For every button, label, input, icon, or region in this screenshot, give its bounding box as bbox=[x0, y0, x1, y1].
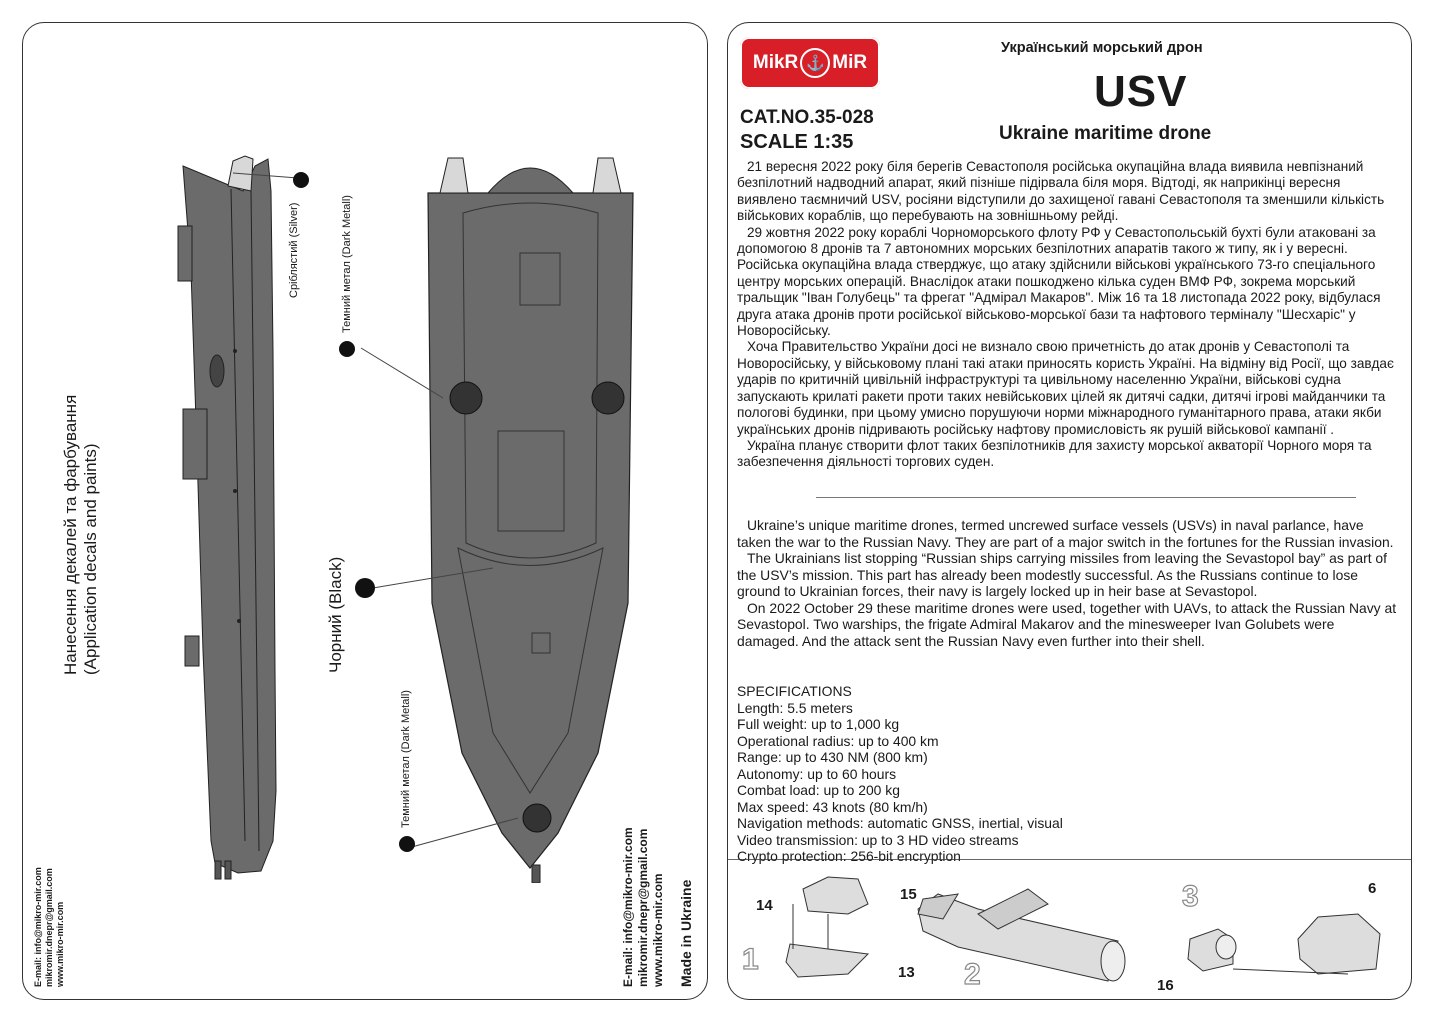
part-number-13: 13 bbox=[898, 964, 915, 981]
assembly-diagram bbox=[728, 859, 1411, 982]
part-number-16: 16 bbox=[1157, 977, 1174, 994]
callout-black: Чорний (Black) bbox=[326, 556, 345, 673]
callout-silver: Сріблястий (Silver) bbox=[288, 202, 300, 298]
specs-heading: SPECIFICATIONS bbox=[737, 683, 852, 699]
spec-item: Length: 5.5 meters bbox=[737, 699, 853, 716]
callout-dark-metal-top: Темний метал (Dark Metall) bbox=[341, 195, 353, 333]
info-panel: MikR ⚓ MiR CAT.NO.35-028 SCALE 1:35 Укра… bbox=[727, 22, 1412, 1000]
catalog-number: CAT.NO.35-028 bbox=[740, 107, 874, 128]
step-2-number: 2 bbox=[963, 957, 981, 991]
spec-item: Operational radius: up to 400 km bbox=[737, 732, 939, 749]
made-in-label: Made in Ukraine bbox=[678, 879, 694, 987]
divider bbox=[816, 497, 1356, 498]
title-en: Ukraine maritime drone bbox=[999, 123, 1212, 144]
painting-guide-panel: Сріблястий (Silver) Темний метал (Dark M… bbox=[22, 22, 708, 1000]
spec-item: Navigation methods: automatic GNSS, iner… bbox=[737, 815, 1063, 831]
callout-leaders bbox=[232, 172, 519, 852]
spec-item: Video transmission: up to 3 HD video str… bbox=[737, 831, 1019, 848]
specifications: SPECIFICATIONS Length: 5.5 meters Full w… bbox=[737, 683, 1397, 865]
title-ua: Український морський дрон bbox=[1001, 40, 1203, 56]
description-ua: 21 вересня 2022 року біля берегів Севаст… bbox=[737, 159, 1394, 470]
description-en: Ukraine’s unique maritime drones, termed… bbox=[737, 517, 1397, 649]
heading-ua: Нанесення декалей та фарбування bbox=[61, 394, 80, 675]
contact-small: E-mail: info@mikro-mir.com mikromir.dnep… bbox=[33, 867, 65, 987]
callout-dark-metal-bottom: Темний метал (Dark Metall) bbox=[400, 690, 412, 828]
brand-logo: MikR ⚓ MiR bbox=[740, 37, 880, 89]
spec-item: Range: up to 430 NM (800 km) bbox=[737, 749, 928, 765]
step-3-number: 3 bbox=[1181, 879, 1199, 913]
top-view-drawing bbox=[427, 157, 634, 883]
step-1-number: 1 bbox=[741, 942, 759, 976]
title-main: USV bbox=[1094, 67, 1188, 116]
contact-large: E-mail: info@mikro-mir.com mikromir.dnep… bbox=[621, 827, 665, 987]
spec-item: Crypto protection: 256-bit encryption bbox=[737, 848, 961, 864]
side-view-drawing bbox=[177, 155, 277, 880]
spec-item: Max speed: 43 knots (80 km/h) bbox=[737, 798, 928, 815]
part-number-14: 14 bbox=[756, 897, 773, 914]
spec-item: Combat load: up to 200 kg bbox=[737, 782, 900, 798]
part-number-6: 6 bbox=[1368, 880, 1377, 897]
anchor-icon: ⚓ bbox=[800, 48, 831, 78]
scale-label: SCALE 1:35 bbox=[740, 131, 854, 153]
part-number-15: 15 bbox=[900, 886, 917, 903]
spec-item: Autonomy: up to 60 hours bbox=[737, 765, 897, 782]
spec-item: Full weight: up to 1,000 kg bbox=[737, 716, 900, 732]
heading-en: (Application decals and paints) bbox=[81, 443, 100, 675]
